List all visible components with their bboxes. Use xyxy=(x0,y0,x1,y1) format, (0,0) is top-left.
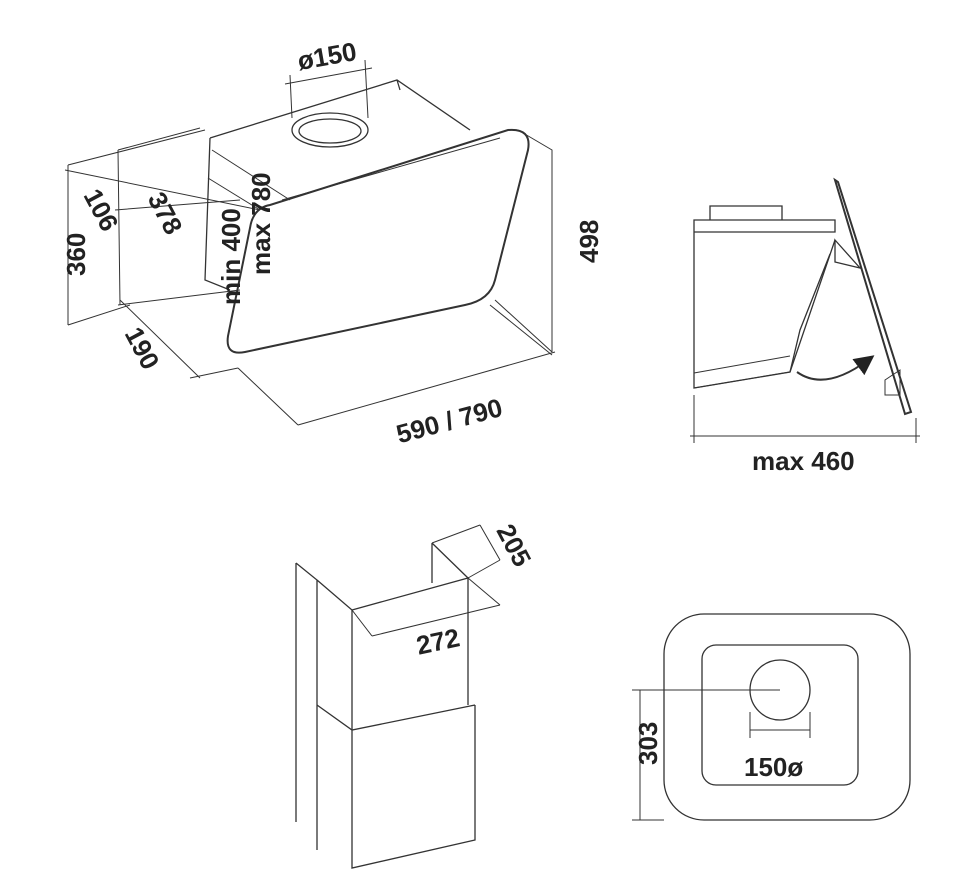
chimney-view: 205 272 min 400 max 780 xyxy=(216,172,538,869)
side-glass-panel xyxy=(833,177,913,416)
bottom-outer-frame xyxy=(663,613,911,821)
bottom-outlet-diameter-label: 150ø xyxy=(744,752,803,782)
hood-glass-inner-edge xyxy=(281,137,501,201)
outlet-collar xyxy=(291,112,369,148)
dim-lines-bottom-outlet xyxy=(749,712,811,738)
hood-back-housing xyxy=(204,79,471,291)
hood-bottom-view: 303 150ø xyxy=(632,613,911,821)
body-depth-label: 378 xyxy=(142,187,189,239)
chimney-min-height-label: min 400 xyxy=(216,208,246,305)
hood-housing-shading xyxy=(207,149,291,211)
max-depth-label: max 460 xyxy=(752,446,855,476)
chimney-width-label: 272 xyxy=(414,622,463,660)
dim-lines-total-height xyxy=(494,129,553,353)
bottom-inner-frame xyxy=(701,644,859,786)
rotation-arrow-icon xyxy=(796,355,875,381)
width-options-label: 590 / 790 xyxy=(393,392,506,449)
side-glass-bracket xyxy=(884,369,901,396)
outlet-diameter-label: ø150 xyxy=(295,36,359,76)
dim-lines-depth xyxy=(64,127,261,379)
dim-lines-chimney-depth xyxy=(431,524,501,579)
side-hinge-wedge xyxy=(789,238,862,373)
dim-lines-max-depth xyxy=(690,395,920,443)
dim-line-outlet xyxy=(284,59,373,119)
chimney-upper xyxy=(295,542,469,822)
hood-glass-panel xyxy=(226,128,530,354)
upper-depth-label: 106 xyxy=(78,184,125,236)
side-housing xyxy=(693,219,836,389)
chimney-depth-label: 205 xyxy=(491,519,538,571)
hood-isometric-view: ø150 106 378 360 190 590 / 790 498 xyxy=(61,36,604,449)
side-collar xyxy=(709,205,783,220)
lower-depth-label: 190 xyxy=(119,322,166,374)
total-height-label: 498 xyxy=(574,220,604,263)
chimney-lower xyxy=(316,704,476,869)
chimney-max-height-label: max 780 xyxy=(246,172,276,275)
dim-lines-width xyxy=(237,304,556,426)
hood-side-view: max 460 xyxy=(690,177,920,476)
bottom-height-label: 303 xyxy=(633,722,663,765)
dim-lines-bottom-height xyxy=(632,689,780,821)
height-label: 360 xyxy=(61,233,91,276)
side-housing-bottom xyxy=(693,355,791,389)
dim-lines-chimney-width xyxy=(351,577,501,637)
